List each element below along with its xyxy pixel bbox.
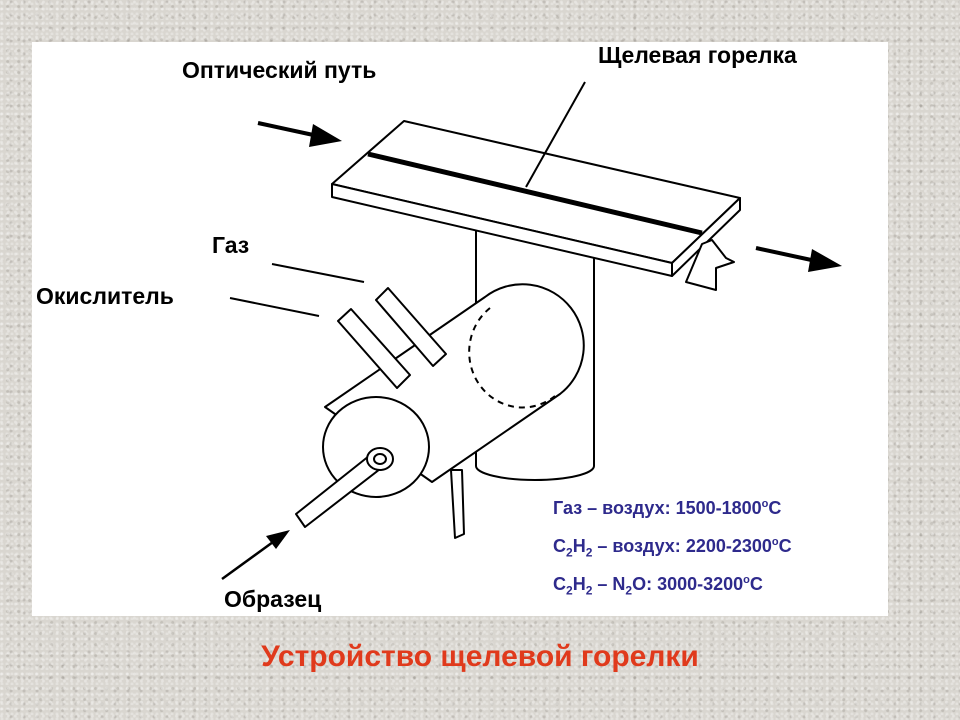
label-slot-burner: Щелевая горелка [598, 42, 797, 68]
leader-slot-burner [525, 81, 586, 188]
gas-inlet-tube [375, 287, 447, 367]
burner-bracket [685, 239, 735, 291]
label-gas: Газ [212, 232, 250, 258]
oxidizer-inlet-tube [337, 308, 411, 389]
optical-path-arrow-in [257, 121, 342, 147]
temp-acetylene-nitrous-oxide: С2Н2 – N2O: 3000-3200оС [553, 574, 763, 598]
temp-acetylene-air: С2Н2 – воздух: 2200-2300оС [553, 536, 792, 560]
sample-arrow [221, 530, 290, 581]
burner-head-side [671, 197, 741, 277]
drain-tube [450, 469, 465, 539]
label-sample: Образец [224, 586, 322, 612]
burner-slot [367, 151, 703, 236]
mixing-chamber-hidden-end [468, 307, 556, 409]
leader-oxidizer [229, 297, 320, 317]
label-optical-path: Оптический путь [182, 57, 377, 83]
leader-gas [271, 263, 365, 283]
optical-path-arrow-out [755, 246, 842, 272]
label-oxidizer: Окислитель [36, 283, 174, 309]
slide-title: Устройство щелевой горелки [261, 640, 699, 673]
temp-gas-air: Газ – воздух: 1500-1800оС [553, 498, 782, 518]
